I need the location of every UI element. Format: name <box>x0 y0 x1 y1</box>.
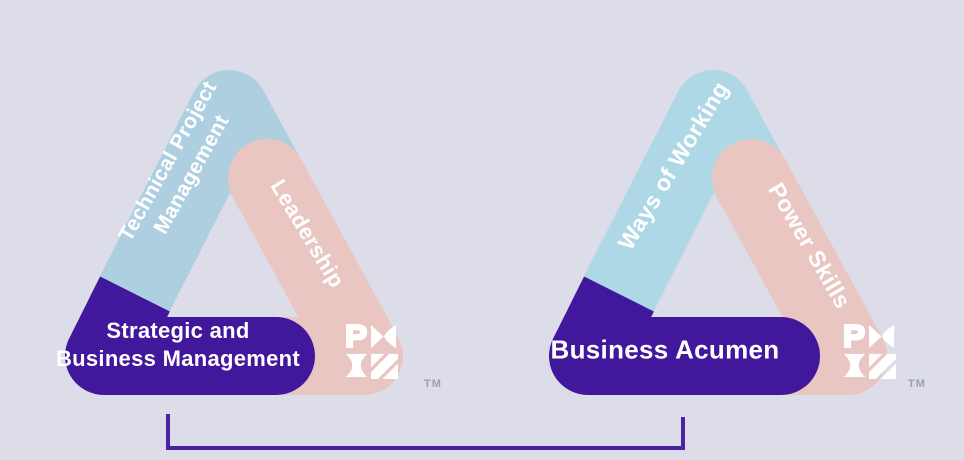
talent-triangle-classic: Technical Project Management Leadership … <box>30 18 450 403</box>
strategic-business-management-label: Strategic and Business Management <box>56 317 300 373</box>
business-acumen-bar-rounded-end <box>742 317 820 395</box>
pmi-letter-p <box>345 324 368 349</box>
pmi-hourglass <box>345 353 368 378</box>
pmi-stripe-2 <box>869 353 896 379</box>
pmi-stripe-1 <box>869 353 883 368</box>
pmi-stripe-2 <box>371 353 398 379</box>
pmi-letter-p <box>843 324 866 349</box>
pmi-hourglass <box>843 353 866 378</box>
strategic-business-management-bar <box>65 276 276 395</box>
pmi-letter-m-right <box>882 324 895 349</box>
pmi-logo-icon <box>843 324 896 379</box>
strategic-bar-rounded-end <box>237 317 315 395</box>
strategic-line1: Strategic and <box>106 317 250 343</box>
connector-bracket-bottom-line <box>166 446 685 450</box>
connector-bracket-right-tick <box>681 417 685 450</box>
strategic-line2: Business Management <box>55 346 301 371</box>
trademark-label: TM <box>424 378 442 390</box>
trademark-label: TM <box>908 378 926 390</box>
pmi-letter-m-left <box>869 324 882 349</box>
pmi-letter-m-right <box>384 324 397 349</box>
pmi-letter-m-left <box>371 324 384 349</box>
pmi-stripe-1 <box>371 353 385 368</box>
business-acumen-label: Business Acumen <box>550 334 780 365</box>
business-acumen-bar <box>549 276 781 395</box>
pmi-logo-icon <box>345 324 398 379</box>
pmi-stripe-3 <box>880 363 896 379</box>
talent-triangle-updated: Ways of Working Power Skills Business Ac… <box>514 18 934 403</box>
connector-bracket-left-tick <box>166 414 170 450</box>
